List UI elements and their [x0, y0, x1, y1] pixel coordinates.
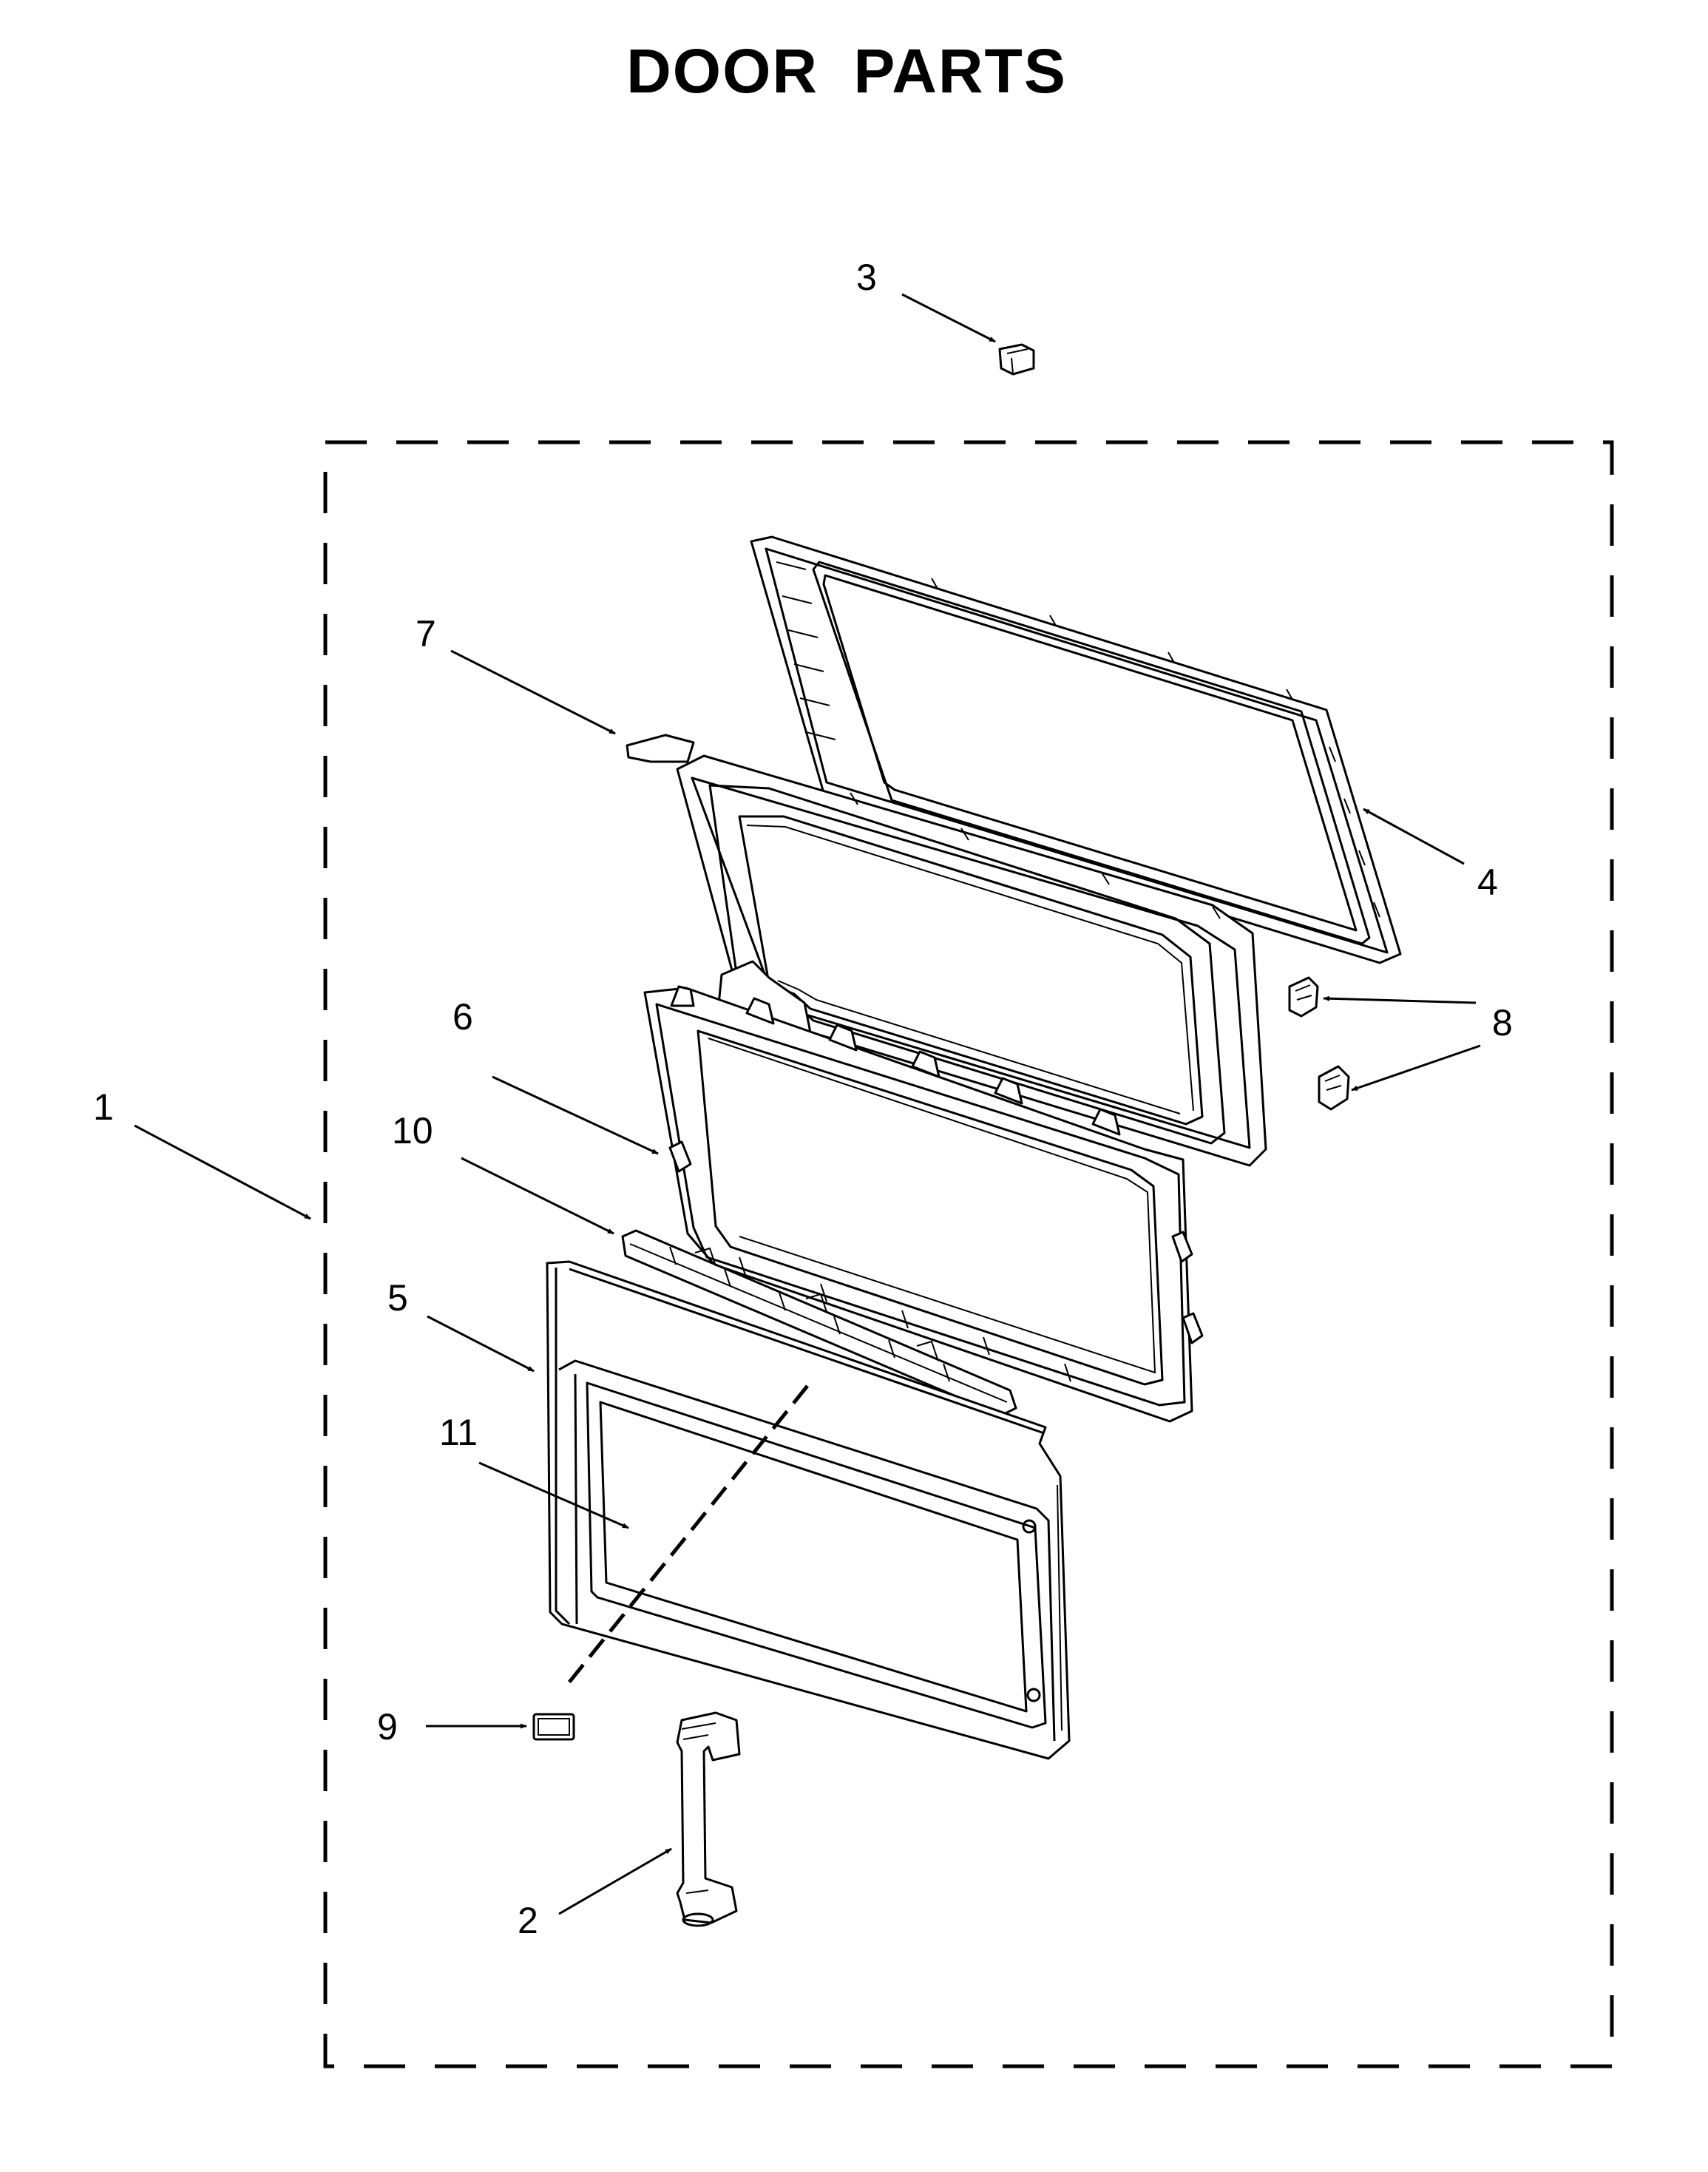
callout-9: 9	[377, 1706, 398, 1748]
leader-lines	[134, 293, 1481, 1915]
part-2-handle	[676, 1711, 741, 1927]
part-8-latch-lower	[1318, 1065, 1350, 1111]
assembly-boundary	[323, 440, 1614, 2068]
callout-labels: 1 2 3 4 5 6 7 8 9 10 11	[93, 257, 1513, 1941]
page-title: DOOR PARTS	[626, 36, 1067, 106]
callout-2: 2	[518, 1900, 538, 1941]
callout-3: 3	[856, 257, 877, 298]
callout-8: 8	[1492, 1002, 1513, 1043]
part-6-glass-frame	[643, 985, 1204, 1423]
part-3-clip	[998, 343, 1035, 376]
callout-5: 5	[387, 1277, 408, 1319]
callout-4: 4	[1477, 862, 1498, 903]
part-10-hinge-bracket	[621, 1229, 1017, 1417]
part-7-inner-door-frame	[626, 734, 1267, 1167]
part-8-latch-upper	[1288, 976, 1319, 1018]
part-5-outer-door-panel	[546, 1260, 1071, 1760]
part-9-label	[532, 1713, 575, 1741]
callout-1: 1	[93, 1086, 114, 1128]
callout-10: 10	[392, 1110, 433, 1151]
callout-7: 7	[416, 613, 436, 654]
callout-11: 11	[439, 1412, 478, 1453]
callout-6: 6	[453, 996, 473, 1038]
